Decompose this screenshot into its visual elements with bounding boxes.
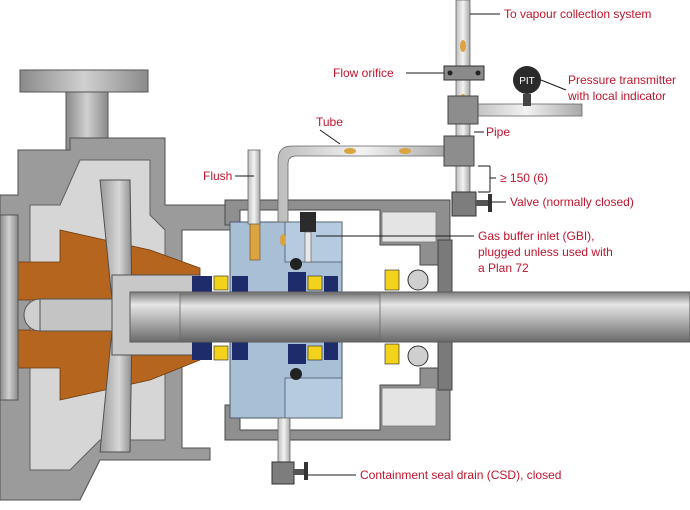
pipe-elbow — [443, 135, 475, 167]
oring-lower — [290, 368, 302, 380]
tube-flow-dot — [344, 148, 356, 154]
gbi-plug — [300, 212, 316, 232]
inner-seal-dark-upper — [232, 276, 248, 294]
bearing-housing — [224, 199, 453, 441]
label-vapour-collection: To vapour collection system — [504, 7, 651, 21]
bearing-ball-upper — [407, 269, 429, 291]
label-gbi-line2: plugged unless used with — [478, 245, 613, 259]
label-tube: Tube — [316, 115, 343, 129]
outer-seal-yellow-upper — [307, 275, 323, 291]
vapour-flow-dot — [460, 40, 466, 52]
label-gbi-line1: Gas buffer inlet (GBI), — [478, 229, 595, 243]
outer-seal-dark-lower — [324, 342, 338, 360]
inner-seal-dark-lower — [232, 342, 248, 360]
housing-inner-void — [381, 211, 437, 243]
orifice-bolt — [447, 70, 453, 76]
label-valve: Valve (normally closed) — [510, 195, 634, 209]
label-flow-orifice: Flow orifice — [333, 66, 394, 80]
label-local-indicator: with local indicator — [567, 89, 666, 103]
housing-inner-void-lower — [381, 387, 437, 427]
inner-seal-yellow-lower — [213, 345, 229, 361]
transmitter-stem — [523, 94, 531, 106]
tube-flow-dot — [399, 148, 411, 154]
orifice-bolt — [475, 70, 481, 76]
shaft-sleeve — [179, 293, 381, 341]
label-pressure-transmitter: Pressure transmitter — [568, 73, 676, 87]
bearing — [384, 269, 429, 367]
pipe-tee — [447, 95, 479, 125]
valve-handle — [488, 194, 492, 212]
valve-stem — [476, 200, 490, 206]
outer-seal-dark-upper — [324, 276, 338, 294]
gbi-port — [304, 231, 312, 263]
bearing-yellow-upper — [384, 269, 400, 291]
inner-seal-face-upper — [192, 276, 212, 294]
outer-seal-face-upper — [288, 272, 306, 292]
discharge-flange — [19, 69, 149, 93]
oring-upper — [290, 258, 302, 270]
label-dimension: ≥ 150 (6) — [500, 171, 548, 185]
tube-flow-dot — [280, 234, 286, 246]
label-csd: Containment seal drain (CSD), closed — [360, 468, 561, 482]
seal-cartridge — [192, 212, 343, 419]
flush-line — [247, 149, 261, 225]
inner-seal-face-lower — [192, 342, 212, 360]
csd-valve-body — [271, 461, 295, 485]
csd-valve-stem — [294, 469, 306, 475]
labels: To vapour collection system Flow orifice… — [203, 7, 676, 482]
csd-drain — [271, 417, 308, 485]
pit-badge: PIT — [519, 76, 535, 87]
inner-seal-yellow-upper — [213, 275, 229, 291]
outer-seal-face-lower — [288, 344, 306, 364]
leader-lines — [235, 13, 567, 476]
gland-block-lower — [284, 377, 343, 419]
flush-port — [249, 221, 261, 261]
impeller-nut-body — [39, 298, 113, 332]
bearing-yellow-lower — [384, 343, 400, 365]
outer-seal-yellow-lower — [307, 345, 323, 361]
suction-flange — [0, 214, 19, 401]
label-flush: Flush — [203, 169, 232, 183]
pressure-transmitter: PIT — [513, 66, 541, 106]
pit-gauge — [513, 66, 541, 94]
label-pipe: Pipe — [486, 125, 510, 139]
valve-body — [451, 191, 477, 217]
bearing-ball-lower — [407, 345, 429, 367]
label-gbi-line3: a Plan 72 — [478, 261, 529, 275]
csd-valve-handle — [304, 462, 308, 480]
